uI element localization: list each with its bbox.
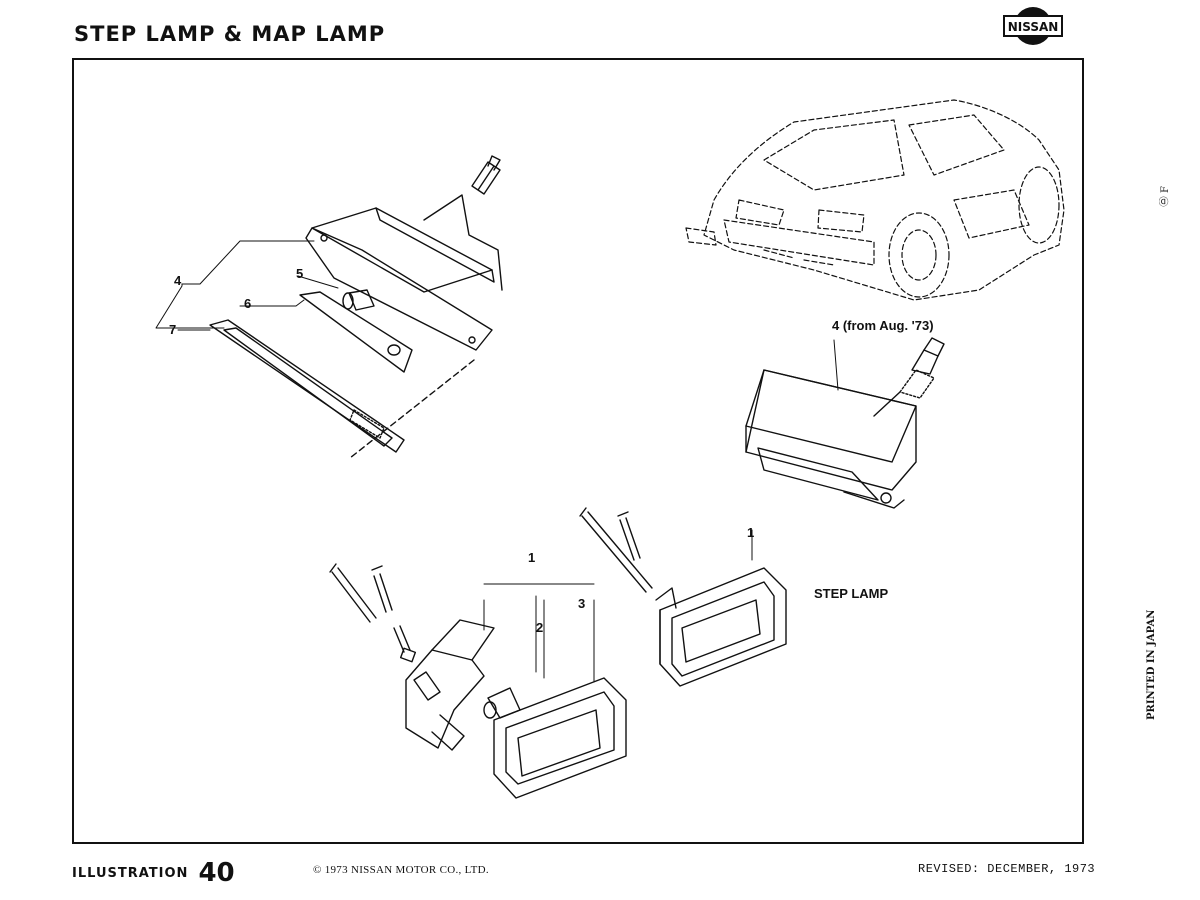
revised-date: REVISED: DECEMBER, 1973 (918, 862, 1096, 876)
label-step-2: 2 (536, 620, 544, 635)
car-illustration (685, 99, 1065, 301)
side-code: Ⓓ F (1160, 186, 1171, 207)
copyright: © 1973 NISSAN MOTOR CO., LTD. (313, 864, 489, 876)
diagram-frame: 4 5 6 7 4 (from Aug. '73) 1 2 3 1 STEP L… (72, 58, 1084, 844)
label-part-5: 5 (296, 266, 304, 281)
map-lamp-leaders (155, 240, 339, 331)
label-part-4-new: 4 (from Aug. '73) (832, 318, 934, 333)
map-lamp-exploded (209, 155, 503, 459)
label-part-6: 6 (244, 296, 252, 311)
exploded-diagram (155, 99, 1065, 799)
label-step-3: 3 (578, 596, 586, 611)
illustration-number: ILLUSTRATION 40 (72, 858, 235, 888)
label-step-lamp: STEP LAMP (814, 586, 889, 601)
nissan-logo: NISSAN (1003, 6, 1063, 46)
step-lamp-assembled (579, 507, 787, 687)
page-title: STEP LAMP & MAP LAMP (74, 22, 386, 46)
label-step-1-right: 1 (747, 525, 755, 540)
illustration-number-value: 40 (198, 858, 235, 888)
label-part-7: 7 (169, 322, 177, 337)
label-step-1-left: 1 (528, 550, 536, 565)
brand-text: NISSAN (1008, 20, 1059, 34)
printed-in-japan: PRINTED IN JAPAN (1146, 609, 1157, 720)
step-lamp-exploded (329, 563, 627, 799)
map-lamp-new (745, 337, 945, 509)
illustration-label: ILLUSTRATION (72, 866, 189, 881)
label-part-4: 4 (174, 273, 182, 288)
